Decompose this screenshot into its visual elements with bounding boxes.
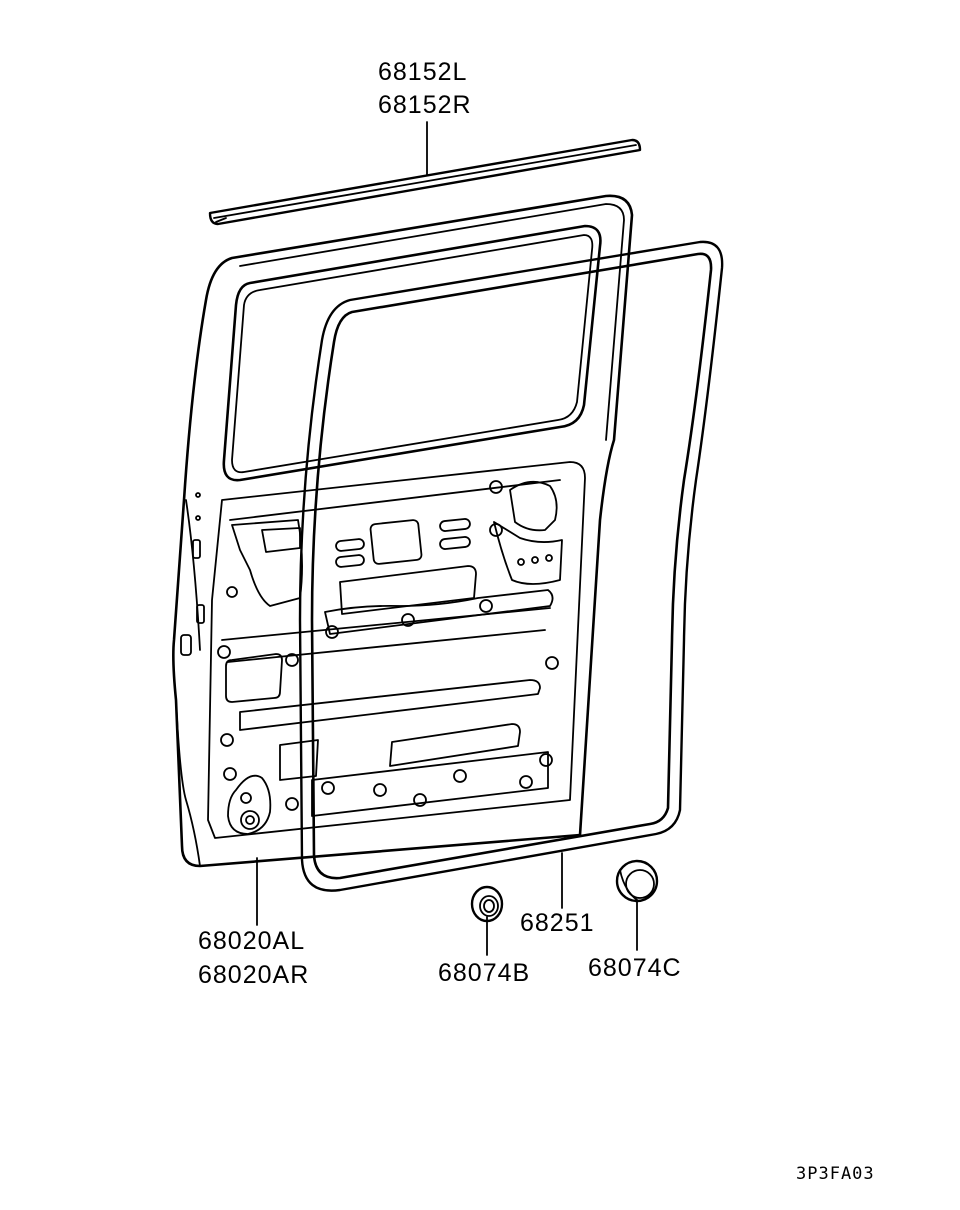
door-weatherstrip bbox=[298, 240, 724, 892]
panel-fastener-holes bbox=[217, 480, 559, 811]
plug-68074b bbox=[470, 885, 504, 923]
figure-code: 3P3FA03 bbox=[796, 1164, 875, 1184]
label-68074c: 68074C bbox=[588, 954, 682, 982]
label-68152l: 68152L bbox=[378, 58, 468, 86]
label-68020al: 68020AL bbox=[198, 927, 306, 955]
belt-line-moulding bbox=[208, 138, 642, 226]
label-68251: 68251 bbox=[520, 909, 595, 937]
door-panel bbox=[172, 194, 634, 868]
label-68074b: 68074B bbox=[438, 959, 531, 987]
label-68020ar: 68020AR bbox=[198, 961, 310, 989]
label-68152r: 68152R bbox=[378, 91, 472, 119]
leader-lines bbox=[256, 121, 638, 956]
plug-68074c bbox=[615, 859, 659, 903]
